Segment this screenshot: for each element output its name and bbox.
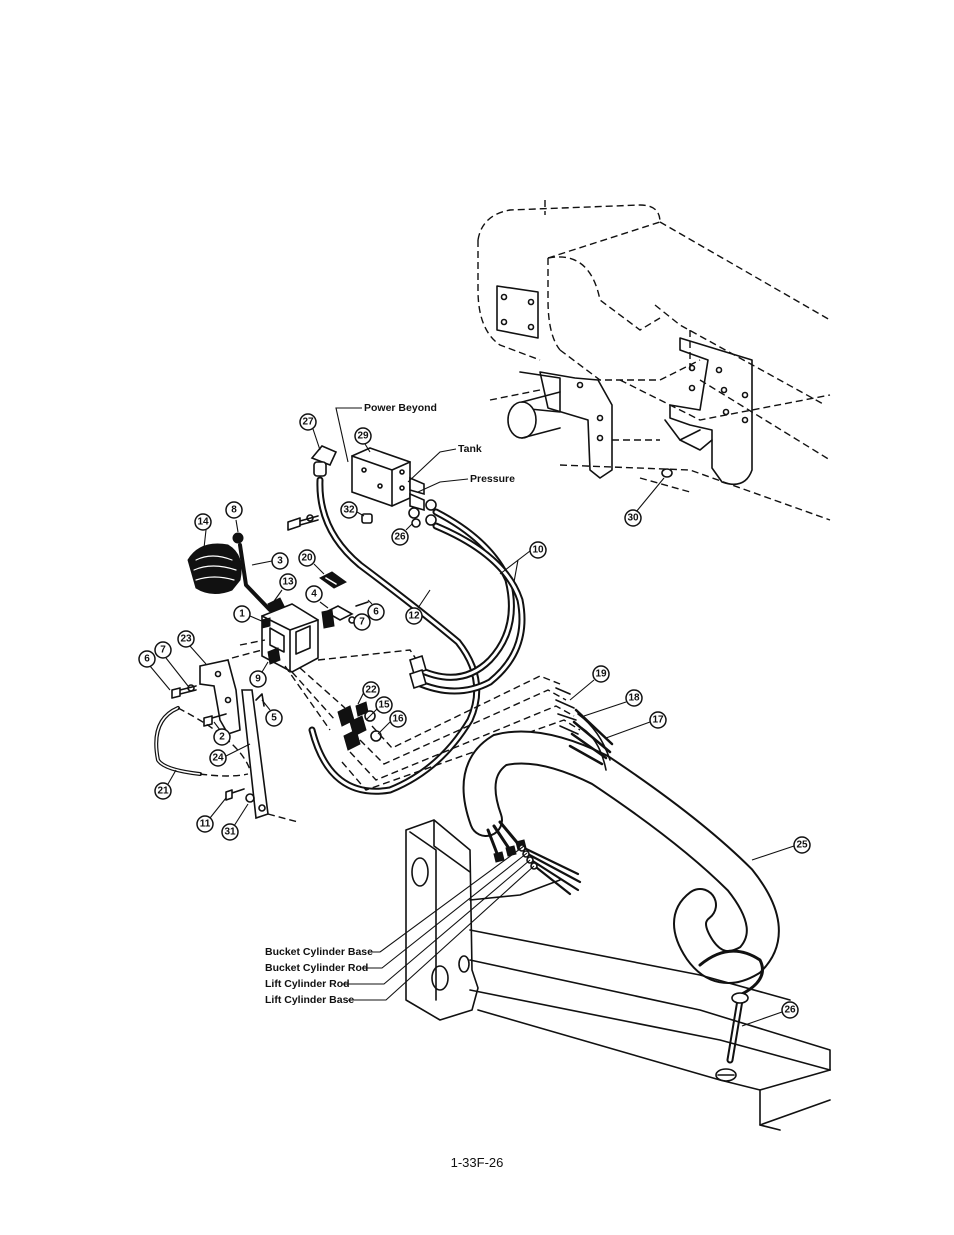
callout-10: 10 (499, 541, 547, 583)
callout-14: 14 (194, 513, 212, 549)
svg-text:1: 1 (239, 609, 245, 620)
callout-15: 15 (365, 696, 393, 721)
svg-text:23: 23 (180, 634, 192, 645)
svg-text:29: 29 (357, 431, 369, 442)
svg-text:21: 21 (157, 786, 169, 797)
callout-13: 13 (271, 573, 297, 605)
callout-2: 2 (213, 721, 231, 746)
control-valve-group (154, 532, 421, 823)
svg-text:20: 20 (301, 553, 313, 564)
callout-30: 30 (624, 477, 665, 527)
svg-text:19: 19 (595, 669, 607, 680)
svg-text:10: 10 (532, 545, 544, 556)
tractor-rear-housing (477, 200, 831, 521)
callout-5: 5 (261, 699, 283, 727)
svg-text:31: 31 (224, 827, 236, 838)
svg-text:30: 30 (627, 513, 639, 524)
label-tank: Tank (458, 443, 482, 455)
callout-24: 24 (209, 743, 251, 767)
svg-text:13: 13 (282, 577, 294, 588)
label-power-beyond: Power Beyond (364, 402, 437, 414)
callout-31: 31 (221, 803, 249, 841)
dashed-routing-lines (341, 675, 581, 791)
svg-text:11: 11 (200, 819, 211, 830)
callout-16: 16 (377, 710, 407, 735)
callout-17: 17 (605, 711, 667, 739)
callout-27: 27 (299, 413, 321, 451)
svg-text:14: 14 (197, 517, 209, 528)
tank-label: Tank (407, 443, 482, 483)
hose-bundle (462, 708, 780, 1064)
svg-text:5: 5 (271, 713, 277, 724)
label-bucket-cylinder-base: Bucket Cylinder Base (265, 946, 373, 958)
callout-23: 23 (177, 630, 207, 665)
callout-25: 25 (751, 836, 811, 861)
svg-text:7: 7 (160, 645, 166, 656)
svg-text:6: 6 (373, 607, 379, 618)
svg-text:7: 7 (359, 617, 365, 628)
hydraulic-hoses (308, 476, 526, 795)
svg-text:15: 15 (378, 700, 390, 711)
pressure-label: Pressure (417, 473, 515, 493)
callout-18: 18 (583, 689, 643, 717)
svg-text:22: 22 (365, 685, 377, 696)
callout-7-left: 7 (154, 641, 189, 687)
callout-6-right: 6 (367, 599, 385, 621)
cylinder-labels: Bucket Cylinder Base Bucket Cylinder Rod… (265, 845, 535, 1006)
callout-29: 29 (354, 427, 372, 453)
callout-8-top: 8 (225, 501, 243, 533)
callout-3: 3 (251, 552, 289, 570)
callout-32: 32 (340, 501, 365, 519)
svg-text:2: 2 (219, 732, 225, 743)
svg-text:9: 9 (255, 674, 261, 685)
callout-26-top: 26 (391, 523, 413, 546)
label-bucket-cylinder-rod: Bucket Cylinder Rod (265, 962, 368, 974)
svg-text:16: 16 (392, 714, 404, 725)
svg-text:27: 27 (302, 417, 314, 428)
callout-26-bottom: 26 (741, 1001, 799, 1027)
svg-text:8: 8 (231, 505, 237, 516)
svg-text:12: 12 (408, 611, 420, 622)
label-lift-cylinder-rod: Lift Cylinder Rod (265, 978, 350, 990)
label-pressure: Pressure (470, 473, 515, 485)
svg-text:17: 17 (652, 715, 664, 726)
callout-11: 11 (196, 797, 227, 833)
svg-text:24: 24 (212, 753, 224, 764)
callout-7-right: 7 (353, 613, 371, 631)
callout-6-left: 6 (138, 650, 171, 691)
callout-22: 22 (357, 681, 380, 705)
loader-frame (405, 819, 831, 1131)
callout-20: 20 (298, 549, 325, 575)
power-beyond-label: Power Beyond (335, 402, 437, 463)
callout-21: 21 (154, 769, 177, 800)
callout-19: 19 (569, 665, 610, 701)
svg-text:18: 18 (628, 693, 640, 704)
svg-text:3: 3 (277, 556, 283, 567)
svg-text:4: 4 (311, 589, 317, 600)
callout-4: 4 (305, 585, 329, 609)
callout-12: 12 (405, 589, 431, 625)
power-beyond-valve (287, 445, 437, 531)
page-number: 1-33F-26 (450, 1155, 504, 1170)
callout-1: 1 (233, 605, 265, 623)
svg-text:26: 26 (784, 1005, 796, 1016)
svg-text:26: 26 (394, 532, 406, 543)
svg-text:6: 6 (144, 654, 150, 665)
callout-9-bottom: 9 (249, 661, 269, 688)
svg-text:25: 25 (796, 840, 808, 851)
label-lift-cylinder-base: Lift Cylinder Base (265, 994, 354, 1006)
svg-text:32: 32 (343, 505, 355, 516)
